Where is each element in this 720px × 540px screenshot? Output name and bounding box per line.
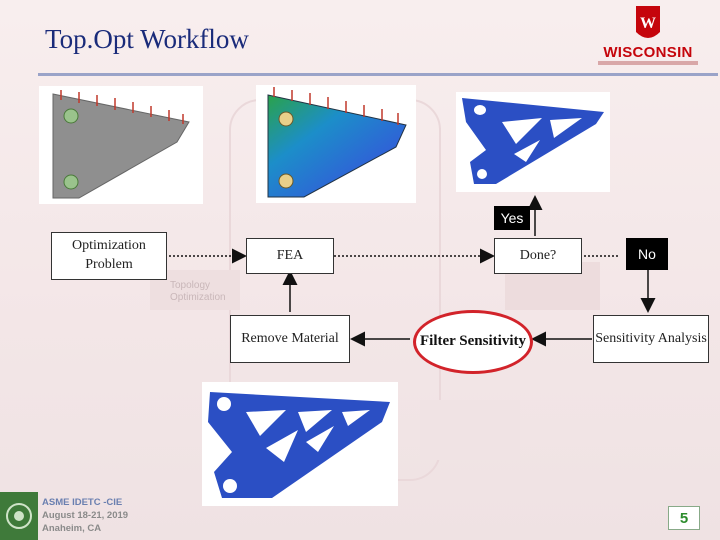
crest-letter: W: [640, 15, 656, 32]
wisconsin-subline: [598, 61, 698, 65]
fea-stress-image: [256, 85, 416, 203]
yes-label: Yes: [494, 206, 530, 230]
wisconsin-crest-logo: W: [636, 6, 660, 38]
sensitivity-analysis-box: Sensitivity Analysis: [593, 315, 709, 363]
title-underline: [38, 73, 718, 76]
done-decision-box: Done?: [494, 238, 582, 274]
svg-text:Optimization: Optimization: [170, 292, 226, 303]
filter-sensitivity-oval: Filter Sensitivity: [413, 310, 533, 374]
fea-box: FEA: [246, 238, 334, 274]
conference-location: Anaheim, CA: [42, 522, 102, 534]
asme-logo: [0, 492, 38, 540]
wisconsin-wordmark: WISCONSIN: [603, 44, 693, 61]
optimization-problem-box: Optimization Problem: [51, 232, 167, 280]
slide-title: Top.Opt Workflow: [45, 24, 249, 54]
no-label: No: [626, 238, 668, 270]
optimized-part-image: [456, 92, 610, 192]
svg-text:Topology: Topology: [170, 280, 210, 291]
page-number: 5: [668, 506, 700, 530]
conference-name: ASME IDETC -CIE: [42, 497, 123, 508]
final-part-image: [202, 382, 398, 506]
conference-dates: August 18-21, 2019: [42, 509, 129, 521]
remove-material-box: Remove Material: [230, 315, 350, 363]
initial-design-image: [39, 86, 203, 204]
conference-info: ASME IDETC -CIE August 18-21, 2019 Anahe…: [42, 497, 128, 535]
